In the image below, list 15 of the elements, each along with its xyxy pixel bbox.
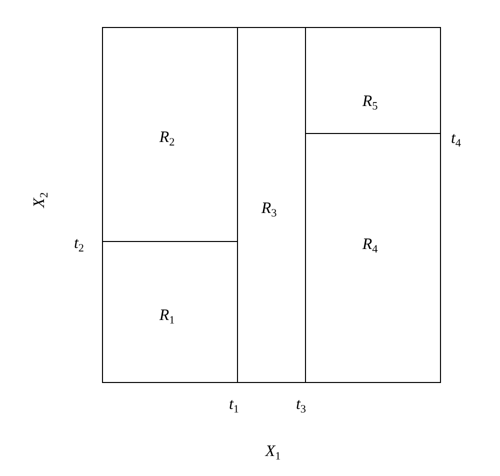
region-label: R$_{3}$ xyxy=(261,201,277,217)
region-box xyxy=(305,133,441,383)
region-box xyxy=(102,241,238,383)
region-label: R$_{5}$ xyxy=(362,94,378,110)
region-box xyxy=(237,27,306,383)
region-label: R$_{4}$ xyxy=(362,237,378,253)
threshold-label: t$_{3}$ xyxy=(296,397,306,413)
region-box xyxy=(305,27,441,134)
region-label: R$_{2}$ xyxy=(159,130,175,146)
axis-label: X$_{1}$ xyxy=(265,444,281,460)
threshold-label: t$_{1}$ xyxy=(228,397,240,413)
threshold-label: t$_{2}$ xyxy=(74,236,84,252)
region-box xyxy=(102,27,238,242)
threshold-label: t$_{4}$ xyxy=(450,131,462,147)
region-label: R$_{1}$ xyxy=(159,308,175,324)
